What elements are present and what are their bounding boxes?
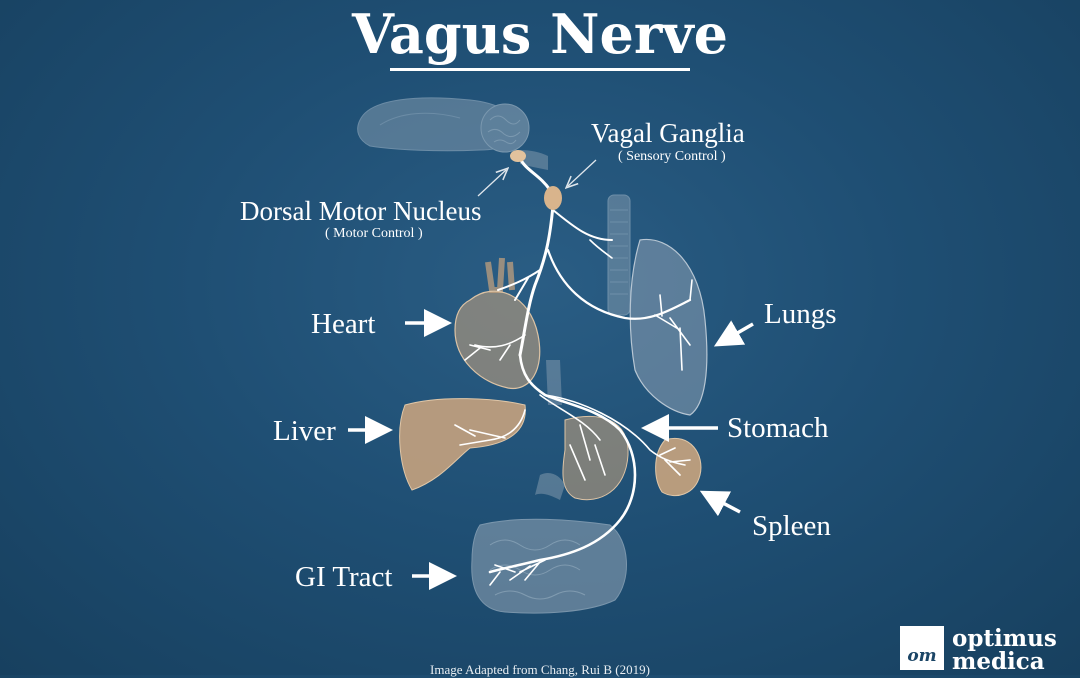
- heart-label: Heart: [311, 308, 376, 340]
- brain-illustration: [357, 97, 548, 170]
- gi-tract-illustration: [471, 518, 627, 614]
- trachea-illustration: [546, 194, 631, 405]
- stomach-label: Stomach: [727, 412, 829, 444]
- page-title: Vagus Nerve: [351, 2, 729, 66]
- dorsal-motor-nucleus-sublabel: ( Motor Control ): [325, 226, 423, 241]
- gi-tract-label: GI Tract: [295, 561, 393, 593]
- image-credit-caption: Image Adapted from Chang, Rui B (2019): [430, 662, 650, 677]
- optimus-medica-logo-mark: om: [900, 626, 944, 670]
- label-arrows: [348, 309, 754, 590]
- cerebellum-illustration: [480, 103, 530, 153]
- ganglia-pointer-arrows: [477, 159, 597, 197]
- spleen-label: Spleen: [752, 510, 831, 542]
- dorsal-motor-nucleus-label: Dorsal Motor Nucleus: [240, 196, 482, 226]
- vagal-ganglia-label: Vagal Ganglia: [591, 118, 745, 148]
- vagal-ganglia-marker: [544, 186, 562, 210]
- spleen-illustration: [655, 437, 702, 497]
- liver-label: Liver: [273, 415, 336, 447]
- dorsal-motor-nucleus-marker: [510, 150, 526, 162]
- title-underline: [390, 68, 690, 71]
- lung-illustration: [629, 238, 708, 416]
- logo-word-medica: medica: [952, 648, 1045, 675]
- lungs-label: Lungs: [764, 298, 837, 330]
- vagal-ganglia-sublabel: ( Sensory Control ): [618, 149, 726, 164]
- logo-word-optimus: optimus: [952, 625, 1057, 652]
